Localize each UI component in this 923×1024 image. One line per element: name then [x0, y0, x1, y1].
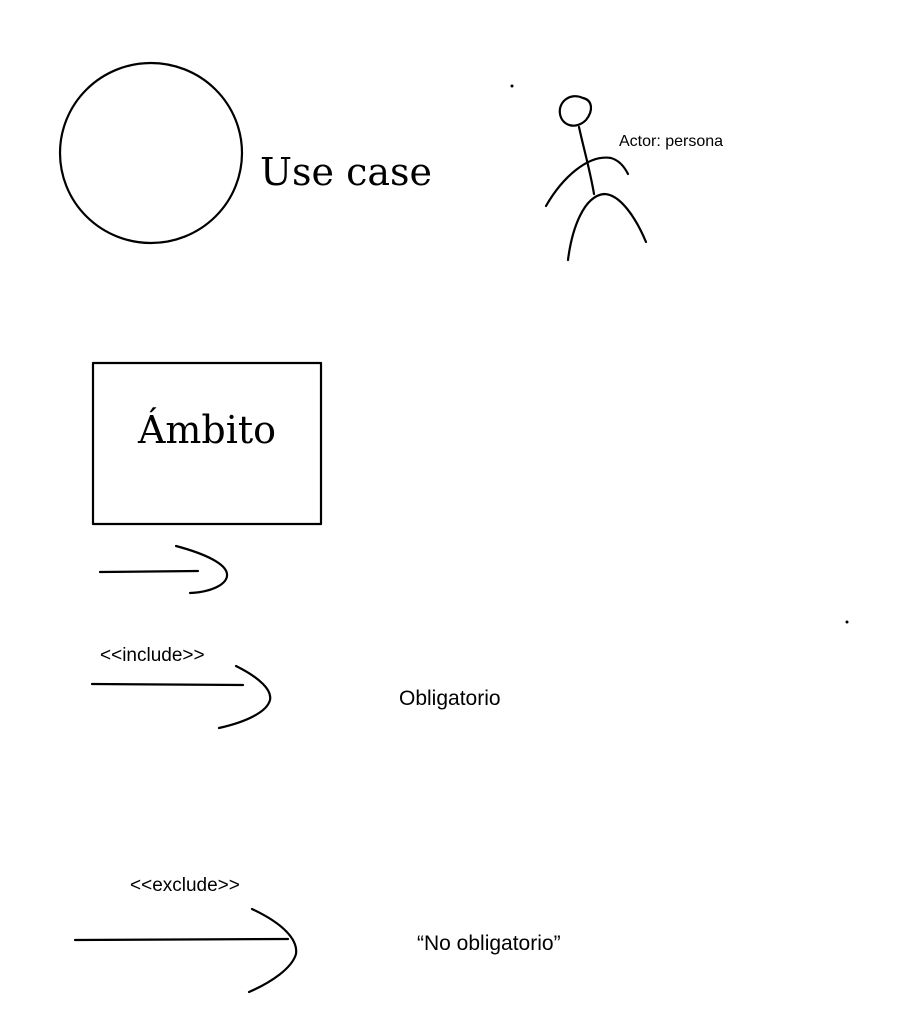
association-arrow-head [174, 544, 229, 595]
stray-dot-2 [845, 620, 849, 624]
include-arrow [90, 664, 272, 730]
include-arrow-line [90, 682, 245, 687]
exclude-arrow [73, 907, 298, 994]
actor-figure [544, 95, 648, 262]
actor-label: Actor: persona [619, 133, 723, 150]
exclude-arrow-line [73, 937, 290, 942]
use-case-ellipse [58, 61, 244, 245]
scope-label: Ámbito [137, 408, 276, 452]
include-stereotype: <<include>> [100, 645, 205, 666]
stray-dot [510, 84, 514, 88]
exclude-arrow-head [247, 907, 298, 994]
exclude-meaning: “No obligatorio” [417, 932, 561, 955]
association-arrow [98, 544, 229, 595]
use-case-label: Use case [260, 150, 432, 194]
association-arrow-line [98, 569, 200, 574]
actor-head [558, 95, 593, 127]
use-case-symbol [58, 61, 244, 245]
actor-arms [544, 156, 630, 208]
exclude-stereotype: <<exclude>> [130, 875, 240, 896]
actor-body [577, 125, 596, 196]
include-arrow-head [217, 664, 272, 730]
actor-legs [566, 192, 648, 262]
scope-rectangle [91, 361, 323, 526]
include-meaning: Obligatorio [399, 687, 501, 710]
